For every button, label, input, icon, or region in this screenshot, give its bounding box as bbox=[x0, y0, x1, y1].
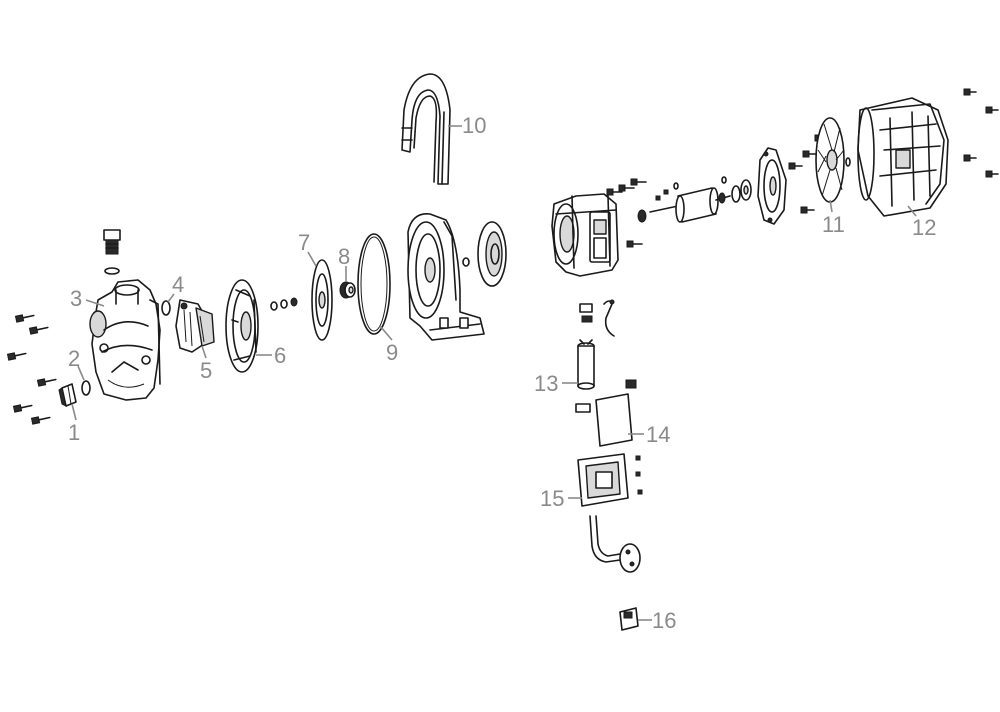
callout-12: 12 bbox=[907, 205, 936, 240]
callout-14: 14 bbox=[628, 422, 670, 447]
front-bearing-cover bbox=[477, 221, 507, 287]
svg-text:10: 10 bbox=[462, 113, 486, 138]
stator-screws bbox=[606, 178, 647, 248]
rear-end-shield bbox=[757, 147, 787, 225]
callout-9: 9 bbox=[379, 325, 398, 365]
callout-7: 7 bbox=[298, 230, 317, 267]
svg-text:7: 7 bbox=[298, 230, 310, 255]
power-cord-plug bbox=[589, 515, 641, 573]
part-4-oring bbox=[161, 300, 171, 316]
front-washer bbox=[462, 257, 470, 267]
callout-2: 2 bbox=[68, 346, 85, 381]
box-screws bbox=[635, 455, 643, 495]
small-washers bbox=[270, 297, 298, 311]
svg-text:8: 8 bbox=[338, 244, 350, 269]
svg-text:4: 4 bbox=[172, 272, 184, 297]
svg-text:15: 15 bbox=[540, 486, 564, 511]
svg-text:11: 11 bbox=[822, 212, 845, 237]
part-6-diffuser bbox=[225, 279, 259, 373]
svg-text:12: 12 bbox=[912, 215, 936, 240]
svg-text:9: 9 bbox=[386, 340, 398, 365]
part-7-impeller bbox=[311, 259, 333, 341]
motor-rotor bbox=[637, 176, 752, 223]
part-5-ejector bbox=[175, 299, 215, 353]
svg-text:1: 1 bbox=[68, 420, 80, 445]
callout-6: 6 bbox=[256, 343, 286, 368]
callout-15: 15 bbox=[540, 486, 582, 511]
callout-5: 5 bbox=[200, 345, 212, 383]
callout-3: 3 bbox=[70, 286, 105, 311]
housing-screws bbox=[6, 314, 57, 425]
motor-stator-housing bbox=[551, 193, 619, 277]
callout-13: 13 bbox=[534, 371, 578, 396]
terminal-clip bbox=[579, 299, 615, 337]
svg-text:16: 16 bbox=[652, 608, 676, 633]
part-12-fan-cover bbox=[857, 97, 949, 217]
part-9-housing-oring bbox=[357, 233, 391, 335]
part-15-terminal-box bbox=[577, 453, 629, 507]
svg-text:6: 6 bbox=[274, 343, 286, 368]
svg-text:2: 2 bbox=[68, 346, 80, 371]
motor-front-flange bbox=[407, 213, 485, 341]
part-16-switch bbox=[619, 607, 639, 631]
part-14-cover bbox=[595, 393, 633, 447]
callout-1: 1 bbox=[68, 403, 80, 445]
svg-text:3: 3 bbox=[70, 286, 82, 311]
cable-gland-parts bbox=[575, 379, 637, 413]
callout-11: 11 bbox=[822, 199, 845, 237]
part-1-drain-plug bbox=[58, 383, 77, 407]
svg-text:5: 5 bbox=[200, 358, 212, 383]
part-3-pump-housing bbox=[89, 229, 161, 401]
svg-text:13: 13 bbox=[534, 371, 558, 396]
svg-text:14: 14 bbox=[646, 422, 670, 447]
callout-16: 16 bbox=[638, 608, 676, 633]
callout-4: 4 bbox=[167, 272, 184, 303]
part-10-handle bbox=[401, 73, 451, 185]
part-2-oring bbox=[81, 380, 91, 396]
part-11-fan bbox=[815, 117, 851, 203]
callout-8: 8 bbox=[338, 244, 350, 282]
part-13-capacitor bbox=[577, 339, 595, 390]
part-8-seal bbox=[339, 281, 356, 299]
callout-10: 10 bbox=[448, 113, 486, 138]
fan-cover-screws bbox=[963, 88, 999, 178]
